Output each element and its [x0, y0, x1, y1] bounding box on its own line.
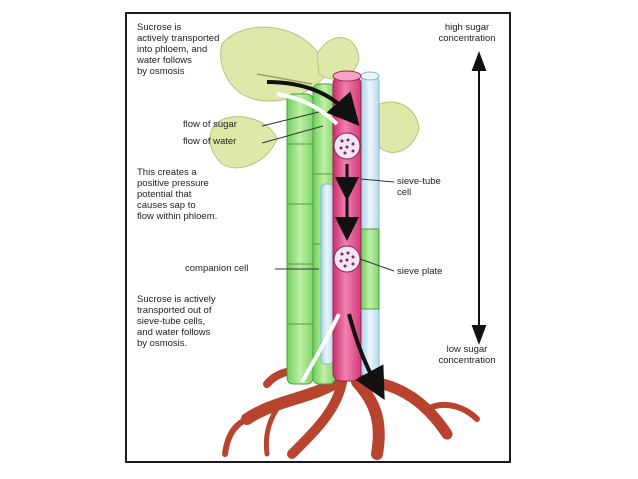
roots	[222, 366, 480, 460]
sieve-plate-bottom	[333, 245, 361, 273]
label-low-sugar: low sugar concentration	[438, 344, 496, 366]
xylem-vessel	[360, 71, 380, 377]
leader-lines	[261, 111, 395, 272]
water-exit-arrow	[300, 313, 341, 383]
label-sucrose-into-phloem: Sucrose is actively transported into phl…	[137, 22, 220, 77]
concentration-axis	[471, 51, 487, 345]
label-high-sugar: high sugar concentration	[438, 22, 496, 44]
water-entry-arrow	[276, 92, 339, 126]
sugar-entry-arrow	[266, 80, 360, 127]
leaves	[209, 26, 420, 169]
label-flow-of-sugar: flow of sugar	[183, 119, 237, 130]
sieve-plate-top	[333, 132, 361, 160]
label-sieve-tube-cell: sieve-tube cell	[397, 176, 441, 198]
label-companion-cell: companion cell	[185, 263, 249, 274]
sugar-exit-arrow	[347, 313, 385, 401]
phloem-illustration	[209, 26, 487, 460]
diagram-frame: Sucrose is actively transported into phl…	[125, 12, 511, 463]
label-sucrose-out-of-sieve: Sucrose is actively transported out of s…	[137, 294, 216, 349]
label-pressure-potential: This creates a positive pressure potenti…	[137, 167, 218, 222]
label-flow-of-water: flow of water	[183, 136, 237, 147]
label-sieve-plate: sieve plate	[397, 266, 443, 277]
leaf-vein	[256, 73, 313, 85]
